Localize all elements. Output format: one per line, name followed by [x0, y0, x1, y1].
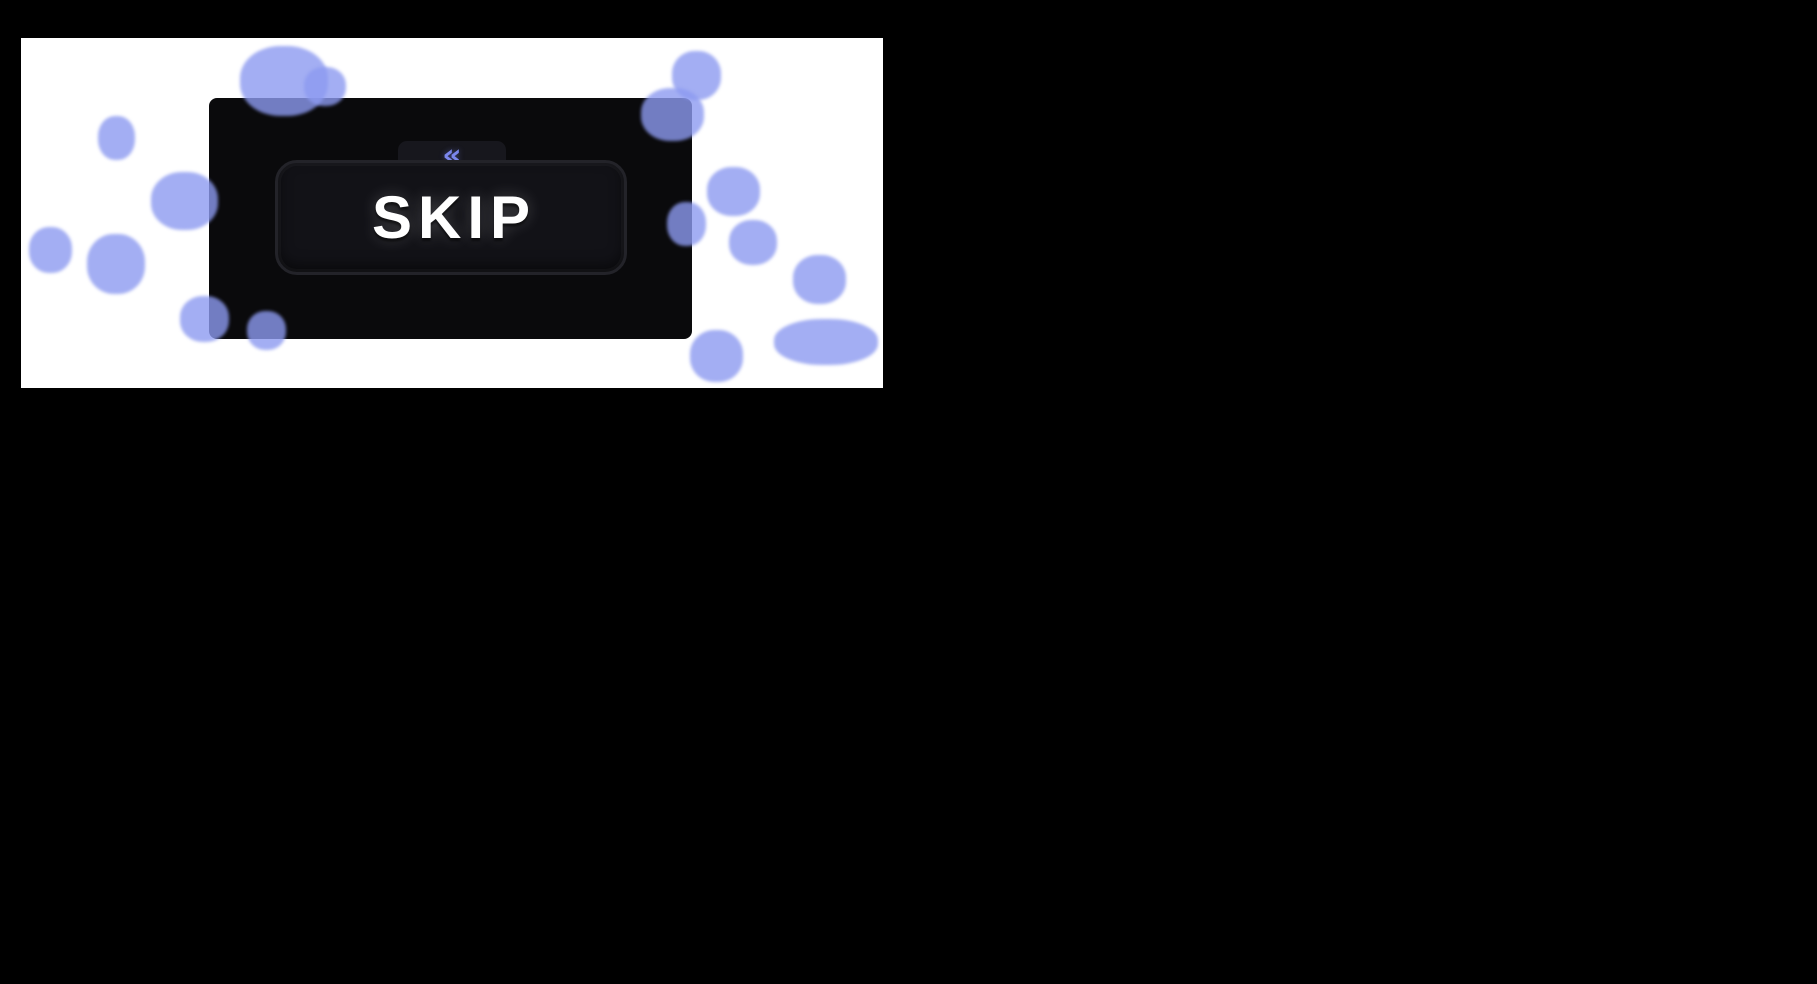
skip-button-label: SKIP	[371, 184, 537, 251]
ink-blob	[29, 227, 72, 273]
ink-blob	[729, 220, 777, 265]
ink-blob	[690, 330, 743, 382]
ink-blob	[151, 172, 218, 230]
skip-panel: « SKIP	[209, 98, 692, 339]
ink-blob	[304, 67, 346, 106]
ink-blob	[247, 311, 286, 350]
ink-blob	[87, 234, 145, 294]
ink-blob	[667, 202, 706, 246]
ink-blob	[793, 255, 846, 304]
skip-button[interactable]: SKIP	[275, 160, 627, 275]
ink-blob	[98, 116, 135, 160]
ink-blob	[707, 167, 760, 216]
ink-blob	[180, 296, 229, 342]
ink-blob	[641, 88, 704, 141]
ink-blob	[774, 319, 878, 365]
capture-area: « SKIP	[21, 38, 883, 388]
